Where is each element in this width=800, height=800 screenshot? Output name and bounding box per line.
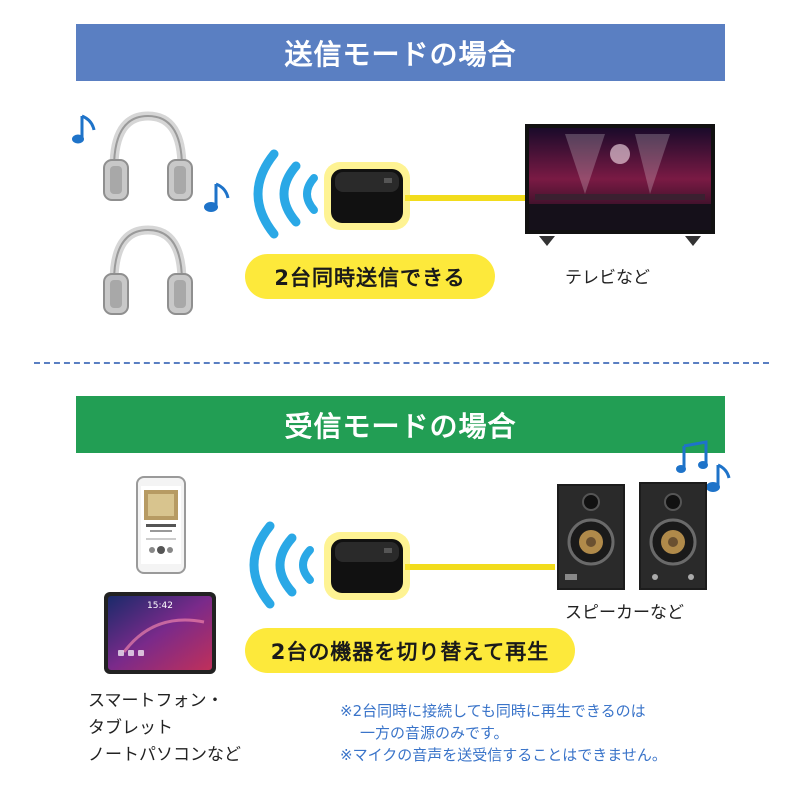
section-divider	[34, 362, 769, 364]
music-note-icon	[204, 182, 230, 212]
receive-feature-pill: 2台の機器を切り替えて再生	[245, 628, 575, 673]
headphones-icon	[103, 111, 193, 201]
music-note-icon	[706, 463, 731, 492]
send-mode-banner: 送信モードの場合	[76, 24, 725, 81]
tablet-clock: 15:42	[147, 601, 173, 611]
connection-cable	[405, 195, 530, 201]
tablet-icon: 15:42	[104, 592, 216, 674]
signal-waves-icon	[249, 521, 314, 609]
bluetooth-adapter-icon	[324, 532, 410, 600]
source-label-line: ノートパソコンなど	[88, 745, 241, 765]
tv-label: テレビなど	[565, 268, 650, 288]
music-note-icon	[72, 114, 96, 144]
source-label-line: タブレット	[88, 718, 173, 738]
bluetooth-adapter-icon	[324, 162, 410, 230]
signal-waves-icon	[253, 149, 318, 239]
connection-cable	[405, 564, 555, 570]
note-text: ※マイクの音声を送受信することはできません。	[340, 746, 667, 764]
note-text: 一方の音源のみです。	[360, 724, 509, 742]
smartphone-icon	[136, 476, 186, 574]
send-feature-pill: 2台同時送信できる	[245, 254, 495, 299]
source-devices-label: スマートフォン・ タブレット ノートパソコンなど	[88, 688, 241, 769]
headphones-icon	[103, 225, 193, 315]
speaker-label: スピーカーなど	[565, 603, 684, 623]
note-text: ※2台同時に接続しても同時に再生できるのは	[340, 702, 646, 720]
music-note-icon	[676, 440, 708, 473]
source-label-line: スマートフォン・	[88, 691, 224, 711]
receive-mode-banner: 受信モードの場合	[76, 396, 725, 453]
speaker-icon	[557, 482, 707, 590]
tv-icon	[525, 124, 715, 246]
